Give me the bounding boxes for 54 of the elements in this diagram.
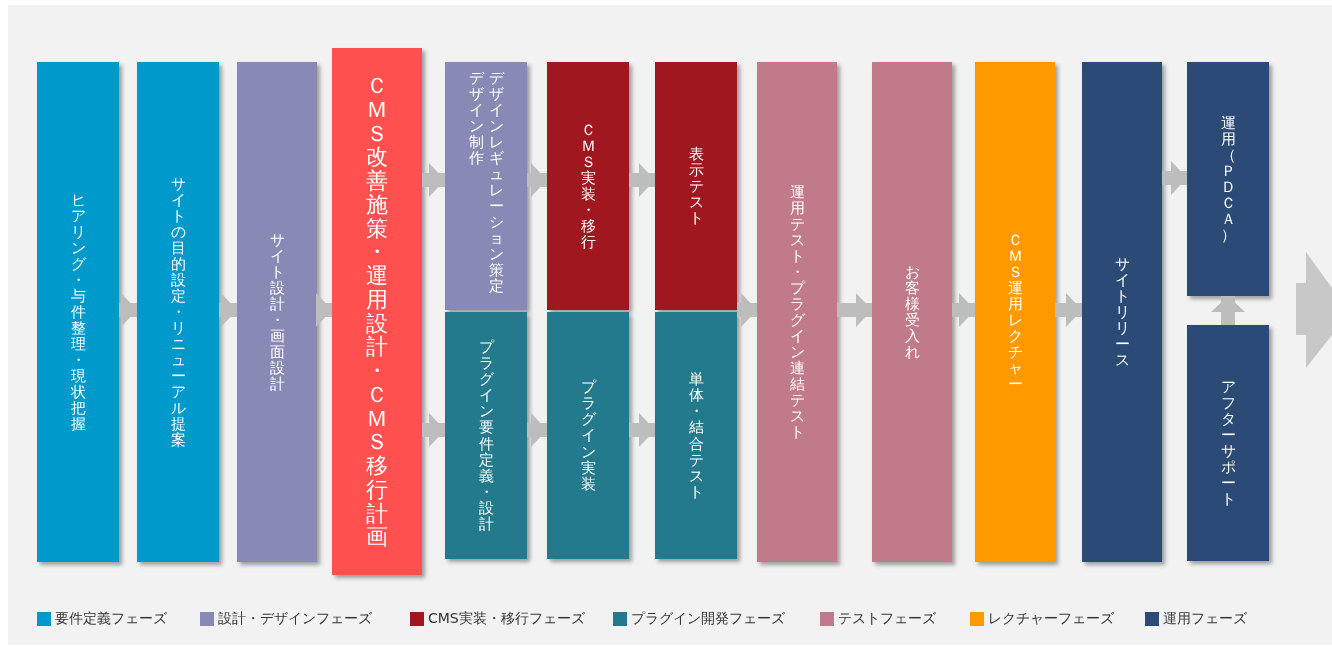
phase-box: [547, 312, 629, 559]
phase-label: プラグイン要件定義・設計: [478, 339, 494, 532]
phase-label: ＣＭＳ改善施策・運用設計・ＣＭＳ移行計画: [365, 74, 389, 549]
phase-label: 単体・結合テスト: [688, 371, 704, 500]
block-arrow: [219, 293, 237, 327]
block-arrow: [422, 413, 445, 447]
block-arrow: [952, 293, 975, 327]
legend-label: 設計・デザインフェーズ: [218, 610, 372, 628]
phase-label: ＣＭＳ実装・移行: [580, 121, 596, 251]
block-arrow: [1162, 161, 1187, 195]
phase-box: [655, 312, 737, 559]
phase-box: [1187, 62, 1269, 296]
block-arrow: [422, 163, 445, 197]
block-arrow: [1055, 293, 1082, 327]
phase-label: サイト設計・画面設計: [269, 231, 285, 393]
phase-box: [137, 62, 219, 562]
phase-label: お客様受入れ: [904, 263, 920, 361]
legend-label: CMS実装・移行フェーズ: [428, 610, 585, 628]
legend-label: レクチャーフェーズ: [988, 610, 1114, 628]
legend-label: 運用フェーズ: [1163, 610, 1247, 628]
phase-label: プラグイン実装: [580, 379, 596, 492]
phase-label: デザインレギュレーション策定デザイン制作: [468, 70, 504, 294]
phase-box: [445, 62, 527, 310]
legend-label: テストフェーズ: [838, 610, 936, 628]
phase-box: [332, 48, 422, 575]
block-arrow: [316, 293, 332, 327]
phase-label: サイトリリース: [1114, 255, 1130, 369]
phase-label: 運用（ＰＤＣＡ）: [1220, 114, 1236, 244]
phase-box: [445, 312, 527, 559]
phase-label: ヒアリング・与件整理・現状把握: [70, 191, 86, 433]
block-arrow: [527, 163, 547, 197]
phase-label: 運用テスト・プラグイン連結テスト: [789, 183, 805, 441]
block-arrow: [629, 163, 655, 197]
phase-label: ＣＭＳ運用レクチャー: [1007, 231, 1023, 393]
block-arrow: [837, 293, 872, 327]
phase-box: [1187, 325, 1269, 561]
phase-label: 表示テスト: [688, 145, 704, 227]
phase-box: [1082, 62, 1162, 562]
phase-box: [872, 62, 952, 562]
phase-box: [655, 62, 737, 310]
phase-box: [757, 62, 837, 562]
phase-box: [975, 62, 1055, 562]
block-arrow: [527, 413, 547, 447]
legend-label: プラグイン開発フェーズ: [631, 610, 785, 628]
block-arrow: [1211, 296, 1245, 325]
block-arrow: [629, 413, 655, 447]
block-arrow: [119, 293, 137, 327]
phase-label: サイトの目的設定・リニューアル提案: [170, 175, 186, 449]
phase-box: [547, 62, 629, 310]
phase-box: [37, 62, 119, 562]
phase-box: [237, 62, 317, 562]
block-arrow: [737, 293, 757, 327]
legend-label: 要件定義フェーズ: [55, 610, 167, 628]
phase-label: アフターサポート: [1220, 378, 1236, 508]
